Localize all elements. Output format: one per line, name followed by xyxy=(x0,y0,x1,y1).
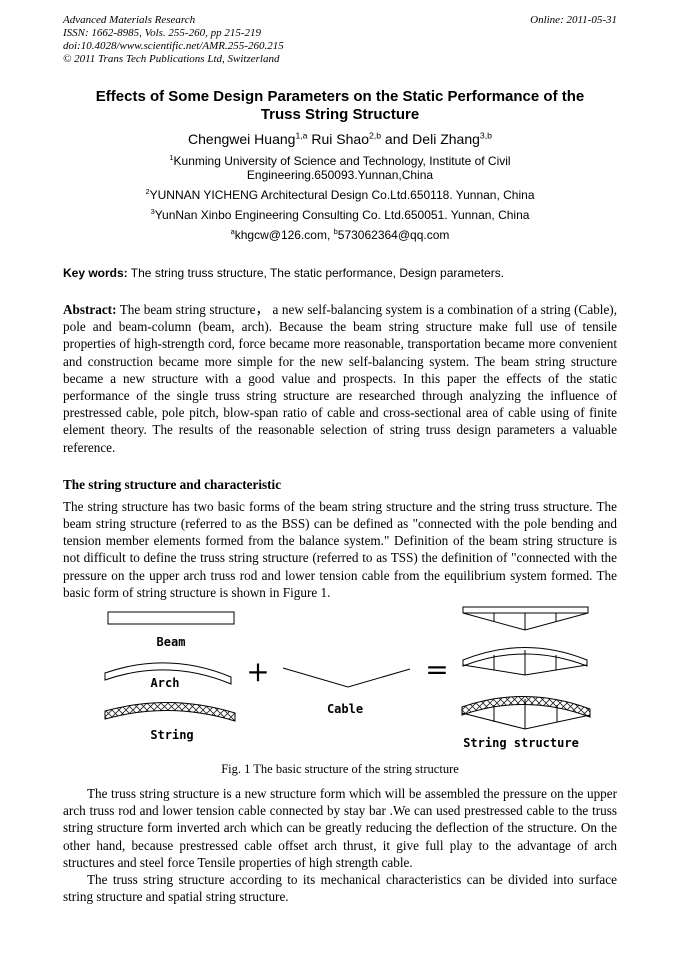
author-1-sup: 1,a xyxy=(295,130,308,141)
arch-shape xyxy=(104,662,232,685)
beam-label: Beam xyxy=(157,635,186,649)
affiliation-3-sup: 3 xyxy=(150,207,155,216)
figure-1-caption: Fig. 1 The basic structure of the string… xyxy=(221,762,459,777)
author-1-name: Chengwei Huang xyxy=(188,131,296,147)
journal-copyright: © 2011 Trans Tech Publications Ltd, Swit… xyxy=(63,53,280,65)
equals-operator: = xyxy=(425,653,448,686)
string-label: String xyxy=(150,728,193,742)
beam-shape xyxy=(107,611,235,625)
arch-label: Arch xyxy=(151,676,180,690)
author-2-name: Rui Shao xyxy=(307,131,369,147)
cable-label: Cable xyxy=(327,702,363,716)
affiliation-1-text1: Kunming University of Science and Techno… xyxy=(173,154,511,168)
section-heading: The string structure and characteristic xyxy=(63,476,282,492)
truss-string-structure-shape xyxy=(461,696,591,730)
plus-operator: + xyxy=(246,655,269,688)
author-2: Rui Shao2,b xyxy=(307,130,382,147)
keywords-text: The string truss structure, The static p… xyxy=(127,266,505,280)
figure-1-drawing: Beam Arch String + Cable = xyxy=(104,606,591,750)
keywords-line: Key words: The string truss structure, T… xyxy=(63,266,617,281)
affiliation-2-text: YUNNAN YICHENG Architectural Design Co.L… xyxy=(149,188,535,202)
affiliations: 1Kunming University of Science and Techn… xyxy=(63,154,617,242)
cable-shape xyxy=(282,667,411,688)
abstract-label: Abstract: xyxy=(63,302,117,317)
journal-header-left: Advanced Materials Research ISSN: 1662-8… xyxy=(63,14,284,66)
author-3: and Deli Zhang3,b xyxy=(381,131,492,147)
section-paragraph-2: The truss string structure is a new stru… xyxy=(63,786,617,870)
journal-issn: ISSN: 1662-8985, Vols. 255-260, pp 215-2… xyxy=(63,27,261,39)
journal-doi: doi:10.4028/www.scientific.net/AMR.255-2… xyxy=(63,40,284,52)
author-3-sup: 3,b xyxy=(479,130,492,141)
affiliation-2-sup: 2 xyxy=(145,187,150,196)
string-truss-shape xyxy=(104,702,236,722)
affiliation-1-line2: Engineering.650093.Yunnan,China xyxy=(63,168,617,182)
author-1: Chengwei Huang1,a xyxy=(188,131,307,147)
figure-1: Beam Arch String + Cable = xyxy=(63,605,617,777)
journal-name: Advanced Materials Research xyxy=(63,14,196,26)
author-line: Chengwei Huang1,a Rui Shao2,b and Deli Z… xyxy=(63,131,617,148)
email-a-sup: a xyxy=(230,227,235,236)
author-emails: akhgcw@126.com, b573062364@qq.com xyxy=(63,228,617,242)
affiliation-3-text: YunNan Xinbo Engineering Consulting Co. … xyxy=(154,208,530,222)
journal-header: Advanced Materials Research ISSN: 1662-8… xyxy=(63,14,617,66)
author-2-sup: 2,b xyxy=(368,130,382,141)
keywords-label: Key words: xyxy=(63,266,128,280)
author-3-name: and Deli Zhang xyxy=(381,131,480,147)
affiliation-3: 3YunNan Xinbo Engineering Consulting Co.… xyxy=(63,208,617,222)
affiliation-1-text2: Engineering.650093.Yunnan,China xyxy=(246,168,434,182)
beam-string-structure-shape xyxy=(462,606,589,631)
section-paragraph-3: The truss string structure according to … xyxy=(63,872,617,905)
online-date: Online: 2011-05-31 xyxy=(530,14,617,26)
paper-title-line1: Effects of Some Design Parameters on the… xyxy=(95,88,585,105)
affiliation-1-sup: 1 xyxy=(169,153,174,162)
section-paragraph-1: The string structure has two basic forms… xyxy=(63,498,617,600)
abstract-text: The beam string structure， a new self-ba… xyxy=(63,302,617,455)
email-a: khgcw@126.com, xyxy=(234,228,334,242)
paper-title: Effects of Some Design Parameters on the… xyxy=(63,88,617,124)
email-b-sup: b xyxy=(333,227,338,236)
paper-title-line2: Truss String Structure xyxy=(260,106,420,123)
string-structure-label: String structure xyxy=(463,736,579,750)
abstract-paragraph: Abstract: The beam string structure， a n… xyxy=(63,301,617,456)
affiliation-1-line1: 1Kunming University of Science and Techn… xyxy=(63,154,617,168)
affiliation-2: 2YUNNAN YICHENG Architectural Design Co.… xyxy=(63,188,617,202)
arch-string-structure-shape xyxy=(462,647,588,676)
email-b: 573062364@qq.com xyxy=(337,228,450,242)
